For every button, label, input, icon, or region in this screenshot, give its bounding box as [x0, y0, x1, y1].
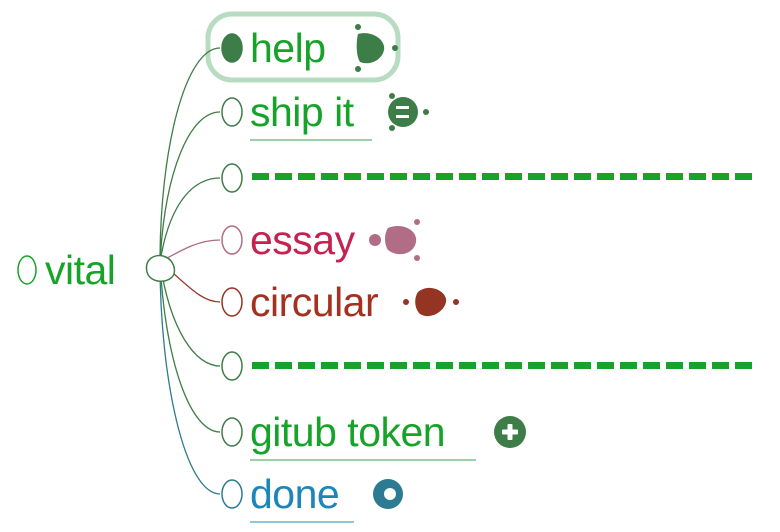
- node-label-circular[interactable]: circular: [250, 279, 379, 325]
- connector-done: [159, 261, 221, 495]
- bullet-ship-it[interactable]: [221, 97, 243, 127]
- node-label-ship-it[interactable]: ship it: [250, 89, 354, 135]
- bullet-divider-2[interactable]: [221, 351, 243, 381]
- connector-divider-1: [159, 177, 221, 263]
- divider-2: [252, 362, 758, 369]
- node-label-gitub-token[interactable]: gitub token: [250, 409, 446, 455]
- collapsed-dots-icon[interactable]: [355, 24, 398, 72]
- connector-divider-2: [159, 261, 221, 367]
- divider-1: [252, 173, 758, 180]
- bullet-circular[interactable]: [221, 287, 243, 317]
- collapsed-dots-icon[interactable]: [369, 219, 420, 261]
- root-label[interactable]: vital: [45, 247, 116, 293]
- node-label-done[interactable]: done: [250, 471, 340, 517]
- plus-icon[interactable]: [494, 416, 526, 448]
- root-bullet[interactable]: [17, 255, 37, 285]
- collapsed-dots-icon[interactable]: [403, 287, 459, 317]
- bullet-help[interactable]: [221, 33, 243, 63]
- bullet-done[interactable]: [221, 479, 243, 509]
- underline-gitub-token: [250, 459, 476, 461]
- selection-highlight: [205, 11, 401, 83]
- node-label-essay[interactable]: essay: [250, 217, 355, 263]
- node-label-help[interactable]: help: [250, 25, 326, 71]
- bullet-gitub-token[interactable]: [221, 417, 243, 447]
- connector-gitub-token: [159, 261, 221, 433]
- connector-ship-it: [159, 111, 221, 263]
- underline-done: [250, 521, 354, 523]
- bullet-essay[interactable]: [221, 225, 243, 255]
- bullet-divider-1[interactable]: [221, 163, 243, 193]
- underline-ship-it: [250, 139, 372, 141]
- note-icon[interactable]: [388, 93, 429, 131]
- branch-knot[interactable]: [145, 254, 176, 282]
- connector-help: [159, 47, 221, 263]
- circle-icon[interactable]: [373, 479, 403, 509]
